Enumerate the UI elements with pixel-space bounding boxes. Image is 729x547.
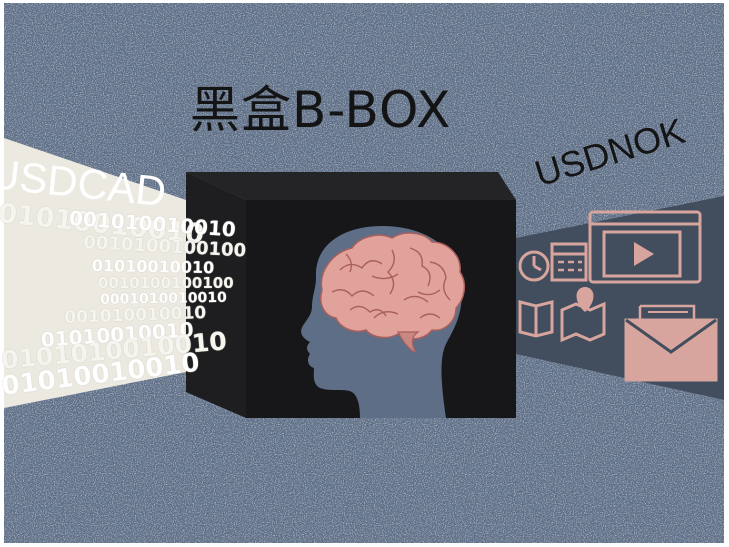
- play-icon: [634, 242, 654, 266]
- book-icon: [518, 300, 554, 338]
- clock-icon: [518, 250, 550, 282]
- calendar-icon: [550, 242, 588, 282]
- brain-icon: [320, 232, 466, 353]
- location-pin-icon: [576, 287, 594, 312]
- page-title: 黑盒B-BOX: [190, 81, 452, 139]
- box-left-face: [186, 172, 246, 418]
- box-top-face: [186, 172, 516, 200]
- left-data-beam: [4, 138, 246, 408]
- right-icons: [518, 210, 718, 382]
